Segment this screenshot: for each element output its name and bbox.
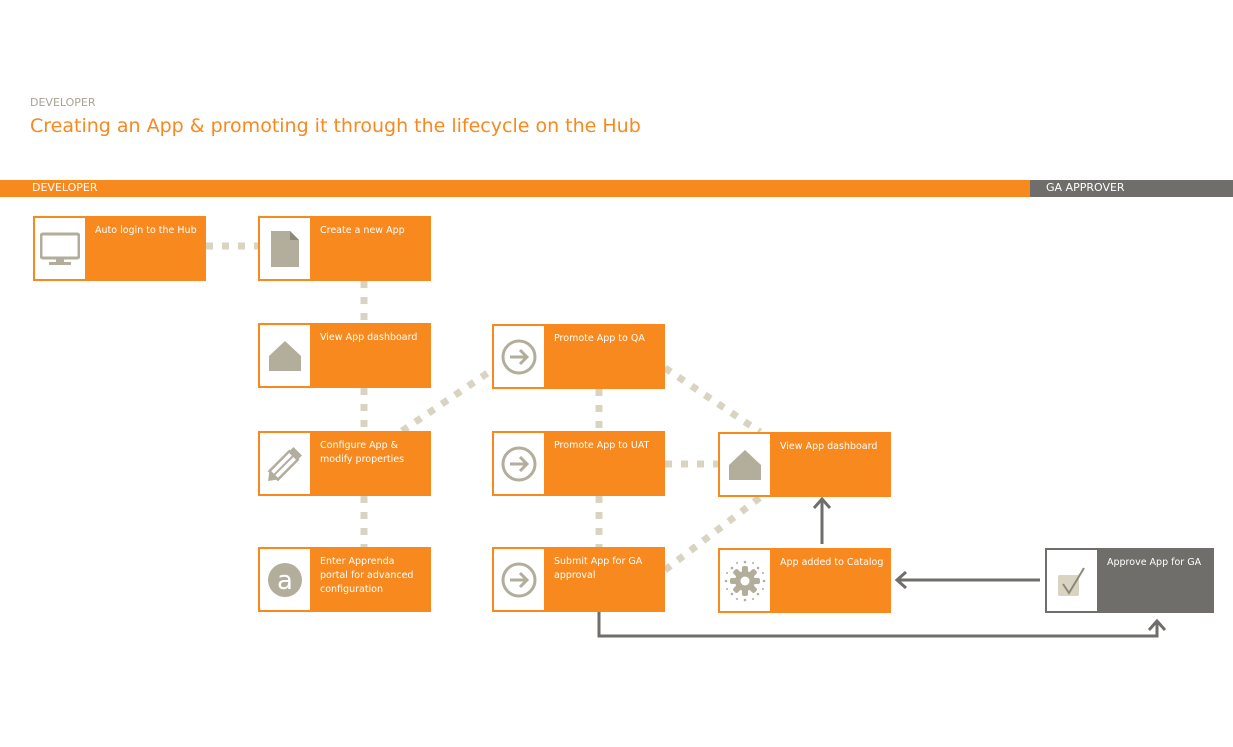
- step-label: Submit App for GA approval: [554, 556, 643, 581]
- arrow-approve-to-catalog-head: [894, 570, 907, 590]
- gear-burst-icon: [724, 560, 766, 601]
- arrow-circle-right-icon: [501, 562, 537, 597]
- arrow-circle-right-icon: [501, 339, 537, 374]
- connector-submit-dashboard2: [662, 493, 765, 573]
- page-title: Creating an App & promoting it through t…: [30, 115, 641, 137]
- step-icon-box: [35, 218, 85, 279]
- step-label: View App dashboard: [320, 332, 418, 343]
- step-promote-uat[interactable]: Promote App to UAT: [492, 431, 665, 496]
- step-label: Approve App for GA: [1107, 557, 1202, 568]
- monitor-icon: [40, 232, 80, 265]
- step-configure-app[interactable]: Configure App & modify properties: [258, 431, 431, 496]
- step-icon-box: [720, 550, 770, 611]
- step-submit-ga[interactable]: Submit App for GA approval: [492, 547, 665, 612]
- step-promote-qa[interactable]: Promote App to QA: [492, 324, 665, 389]
- home-icon: [729, 449, 761, 480]
- step-icon-box: a: [260, 549, 310, 610]
- step-icon-box: [494, 433, 544, 494]
- document-icon: [271, 230, 299, 267]
- step-view-dashboard-1[interactable]: View App dashboard: [258, 323, 431, 388]
- step-view-dashboard-2[interactable]: View App dashboard: [718, 432, 891, 497]
- step-label: App added to Catalog: [780, 557, 884, 568]
- lane-ga-approver: GA APPROVER: [1030, 180, 1233, 197]
- arrow-catalog-to-dashboard-head: [812, 496, 832, 509]
- arrow-submit-to-approve: [597, 612, 1159, 638]
- step-icon-box: [1047, 550, 1097, 611]
- step-label: Promote App to QA: [554, 333, 645, 344]
- step-create-app[interactable]: Create a new App: [258, 216, 431, 281]
- step-icon-box: [260, 325, 310, 386]
- checkbox-icon: [1058, 566, 1085, 596]
- connector-qa-dashboard2: [663, 365, 762, 435]
- lane-developer-label: DEVELOPER: [32, 181, 98, 194]
- step-label: Configure App & modify properties: [320, 440, 405, 465]
- step-icon-box: [494, 326, 544, 387]
- step-icon-box: [260, 433, 310, 494]
- step-label: Promote App to UAT: [554, 440, 650, 451]
- home-icon: [269, 340, 301, 371]
- step-label: Create a new App: [320, 225, 405, 236]
- step-icon-box: [260, 218, 310, 279]
- apprenda-logo-icon: a: [268, 562, 302, 597]
- step-enter-portal[interactable]: a Enter Apprenda portal for advanced con…: [258, 547, 431, 612]
- step-approve-ga[interactable]: Approve App for GA: [1045, 548, 1214, 613]
- step-auto-login[interactable]: Auto login to the Hub: [33, 216, 206, 281]
- svg-text:a: a: [277, 566, 293, 596]
- step-icon-box: [720, 434, 770, 495]
- page-eyebrow: DEVELOPER: [30, 96, 96, 109]
- lane-developer: DEVELOPER: [0, 180, 1030, 197]
- step-label: Auto login to the Hub: [95, 225, 197, 236]
- step-catalog[interactable]: App added to Catalog: [718, 548, 891, 613]
- arrow-circle-right-icon: [501, 446, 537, 481]
- pencil-icon: [267, 446, 302, 481]
- step-label: View App dashboard: [780, 441, 878, 452]
- lane-ga-approver-label: GA APPROVER: [1046, 181, 1125, 194]
- step-icon-box: [494, 549, 544, 610]
- step-label: Enter Apprenda portal for advanced confi…: [320, 556, 414, 595]
- arrow-submit-to-approve-head: [1147, 618, 1167, 631]
- connector-configure-qa: [400, 367, 494, 434]
